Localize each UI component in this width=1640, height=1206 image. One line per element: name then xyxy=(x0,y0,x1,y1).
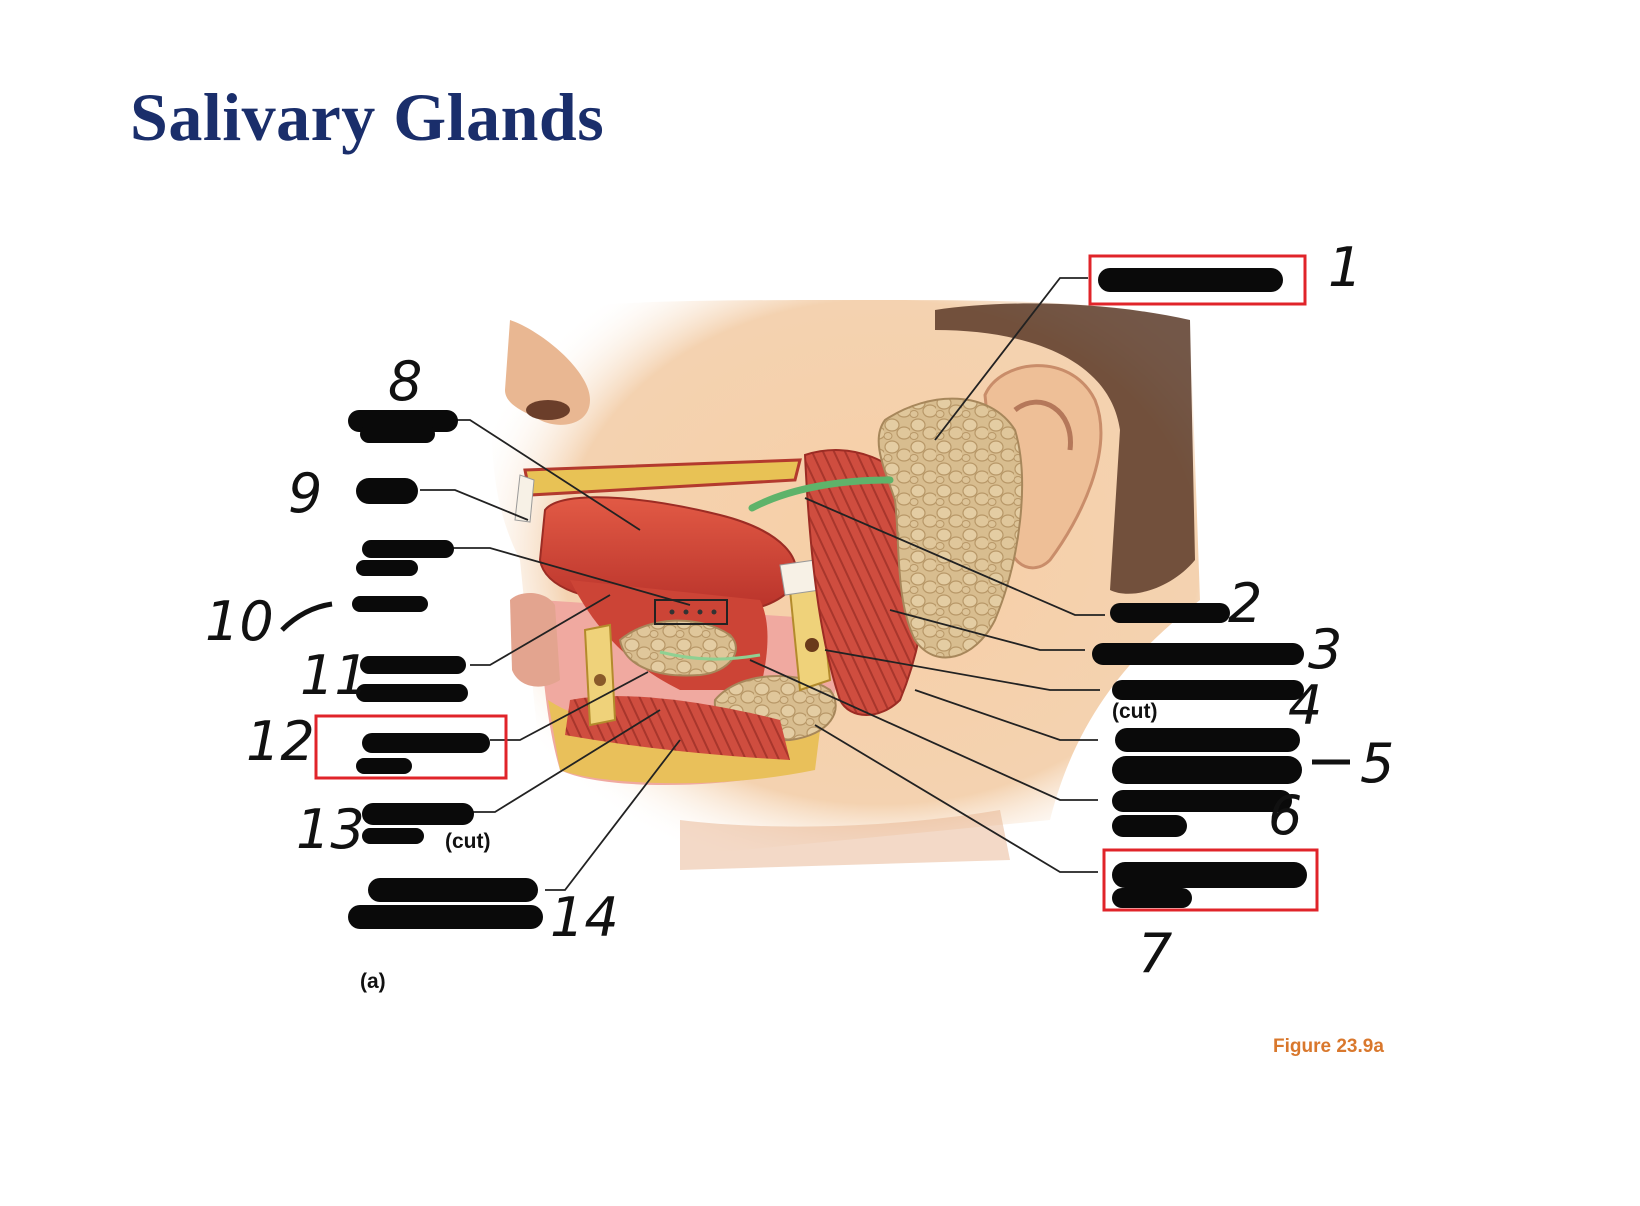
number-8: 8 xyxy=(388,350,422,413)
highlight-box-1 xyxy=(1088,254,1307,306)
leader-line-10 xyxy=(450,547,691,606)
redaction-mark xyxy=(1112,790,1292,812)
redaction-mark xyxy=(348,905,543,929)
number-13: 13 xyxy=(296,798,365,861)
leader-line-2 xyxy=(804,497,1105,616)
redaction-mark xyxy=(1092,643,1304,665)
number-7: 7 xyxy=(1138,922,1172,985)
leader-line-3 xyxy=(889,609,1085,651)
leader-line-12 xyxy=(490,671,649,741)
number-6: 6 xyxy=(1268,784,1302,847)
redaction-mark xyxy=(360,425,435,443)
leader-line-6 xyxy=(749,659,1098,801)
number-4: 4 xyxy=(1288,674,1322,737)
label-13-cut-text: (cut) xyxy=(445,830,491,853)
label-4-cut-text: (cut) xyxy=(1112,700,1158,723)
leader-line-9 xyxy=(420,489,529,521)
redaction-mark xyxy=(362,828,424,844)
leader-line-14 xyxy=(545,739,681,891)
number-9: 9 xyxy=(288,462,322,525)
number-5: 5 xyxy=(1360,732,1394,795)
redaction-mark xyxy=(1112,888,1192,908)
oral-cavity-cutaway xyxy=(510,397,1024,785)
number-3: 3 xyxy=(1308,618,1342,681)
redaction-mark xyxy=(356,684,468,702)
highlight-boxes xyxy=(314,254,1319,912)
number-10-dash xyxy=(280,601,333,632)
number-11: 11 xyxy=(300,644,369,707)
redaction-mark xyxy=(1112,815,1187,837)
leader-line-1 xyxy=(934,277,1088,441)
redaction-mark xyxy=(1115,728,1300,752)
redaction-mark xyxy=(356,478,418,504)
number-12: 12 xyxy=(246,710,315,773)
leader-line-7 xyxy=(814,724,1098,873)
leader-line-11 xyxy=(470,594,611,666)
redaction-mark xyxy=(356,758,412,774)
redaction-mark xyxy=(1112,862,1307,888)
redaction-mark xyxy=(1112,680,1304,700)
redaction-mark xyxy=(362,540,454,558)
highlight-box-7 xyxy=(1102,848,1319,912)
page-title: Salivary Glands xyxy=(130,79,605,155)
leader-lines xyxy=(420,277,1105,891)
redaction-mark xyxy=(352,596,428,612)
number-14: 14 xyxy=(550,886,619,949)
redaction-mark xyxy=(362,733,490,753)
redaction-marks xyxy=(348,268,1307,929)
handwritten-numbers: 1 2 3 4 5 6 7 8 9 10 11 12 13 14 xyxy=(205,236,1394,985)
highlight-box-12 xyxy=(314,714,508,780)
redaction-mark xyxy=(1110,603,1230,623)
leader-line-13 xyxy=(470,709,661,813)
number-10: 10 xyxy=(205,590,274,653)
figure-caption: Figure 23.9a xyxy=(1273,1036,1384,1057)
number-2: 2 xyxy=(1228,572,1262,635)
redaction-mark xyxy=(362,803,474,825)
redaction-mark xyxy=(360,656,466,674)
number-1: 1 xyxy=(1328,236,1362,299)
redaction-mark xyxy=(1098,268,1283,292)
redaction-mark xyxy=(368,878,538,902)
leader-line-5 xyxy=(914,689,1098,741)
redaction-mark xyxy=(1112,756,1302,784)
leader-line-4 xyxy=(824,649,1100,691)
redaction-mark xyxy=(356,560,418,576)
panel-letter: (a) xyxy=(360,970,386,993)
